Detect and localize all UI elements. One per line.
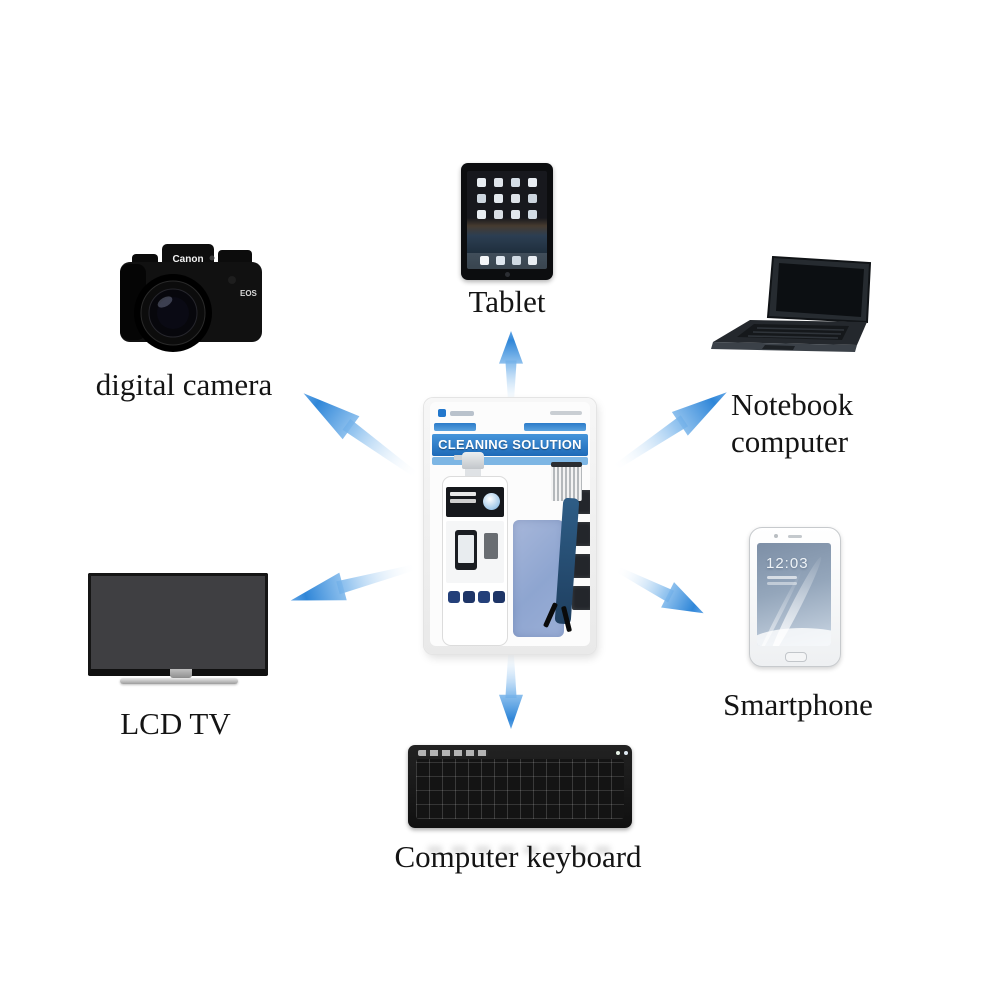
lcd-tv-label: LCD TV: [120, 706, 231, 741]
notebook-computer-label: Notebook computer: [731, 387, 854, 459]
keyboard-reflection: [428, 846, 618, 854]
tv-stand-neck: [170, 669, 192, 678]
package-subtitle-strip: [432, 457, 588, 465]
camera-brand-text: Canon: [172, 254, 203, 265]
package-title: CLEANING SOLUTION: [432, 434, 588, 456]
arrow-to-smartphone: [608, 552, 713, 630]
arrow-to-keyboard: [495, 646, 527, 729]
spray-nozzle: [454, 455, 463, 460]
bottle-label-text: [450, 492, 476, 496]
header-chip-right: [524, 423, 586, 431]
lcd-tv-image: [88, 573, 268, 676]
tv-stand-bar: [120, 678, 238, 684]
computer-keyboard-label: Computer keyboard: [394, 839, 642, 874]
computer-keyboard-image: [408, 745, 632, 828]
tablet-image: [461, 163, 553, 280]
tablet-home-button: [504, 272, 510, 277]
digital-camera-label: digital camera: [95, 367, 273, 402]
phone-graphic-icon: [455, 530, 477, 570]
keyboard-function-row: [418, 750, 488, 756]
smartphone-label: Smartphone: [723, 687, 873, 722]
bottle-label-middle: [446, 521, 504, 583]
camera-model-text: EOS: [240, 289, 258, 298]
header-chip-left: [434, 423, 476, 431]
phone-home-button: [785, 652, 807, 662]
arrow-to-tablet: [495, 331, 527, 410]
notebook-computer-image: [711, 255, 872, 352]
bottle-label-icons: [448, 591, 460, 603]
bottle-label-band: [446, 487, 504, 517]
label-graphic: [484, 533, 498, 559]
cleaning-brush-bristles: [551, 462, 582, 501]
spray-cap: [462, 452, 484, 469]
brand-logo-text: [450, 411, 474, 416]
phone-date-lines: [767, 576, 797, 579]
tablet-dock: [467, 253, 547, 269]
tablet-screen: [467, 171, 547, 269]
phone-front-camera: [774, 534, 778, 538]
keyboard-keys: [416, 759, 624, 819]
smartphone-image: 12:03: [749, 527, 841, 667]
model-code-text: [550, 411, 582, 415]
digital-camera-image: Canon EOS: [120, 244, 262, 352]
package-card: CLEANING SOLUTION: [430, 402, 590, 646]
screen-wave-graphic: [757, 628, 831, 646]
arrow-to-digital-camera: [292, 378, 429, 492]
phone-screen: 12:03: [757, 543, 831, 646]
tablet-dock-icons: [480, 256, 489, 265]
cd-graphic-icon: [483, 493, 500, 510]
tablet-label: Tablet: [468, 284, 546, 319]
brand-logo-icon: [438, 409, 446, 417]
cleaning-kit-package: CLEANING SOLUTION: [424, 398, 596, 654]
spray-bottle: [442, 476, 508, 646]
arrow-to-lcd-tv: [286, 548, 422, 619]
keyboard-led-indicators: [616, 751, 620, 755]
bottle-collar: [465, 469, 481, 477]
arrow-to-notebook: [603, 376, 738, 484]
tablet-app-icons: [477, 178, 486, 187]
phone-clock-text: 12:03: [766, 555, 809, 572]
phone-speaker: [788, 535, 802, 538]
